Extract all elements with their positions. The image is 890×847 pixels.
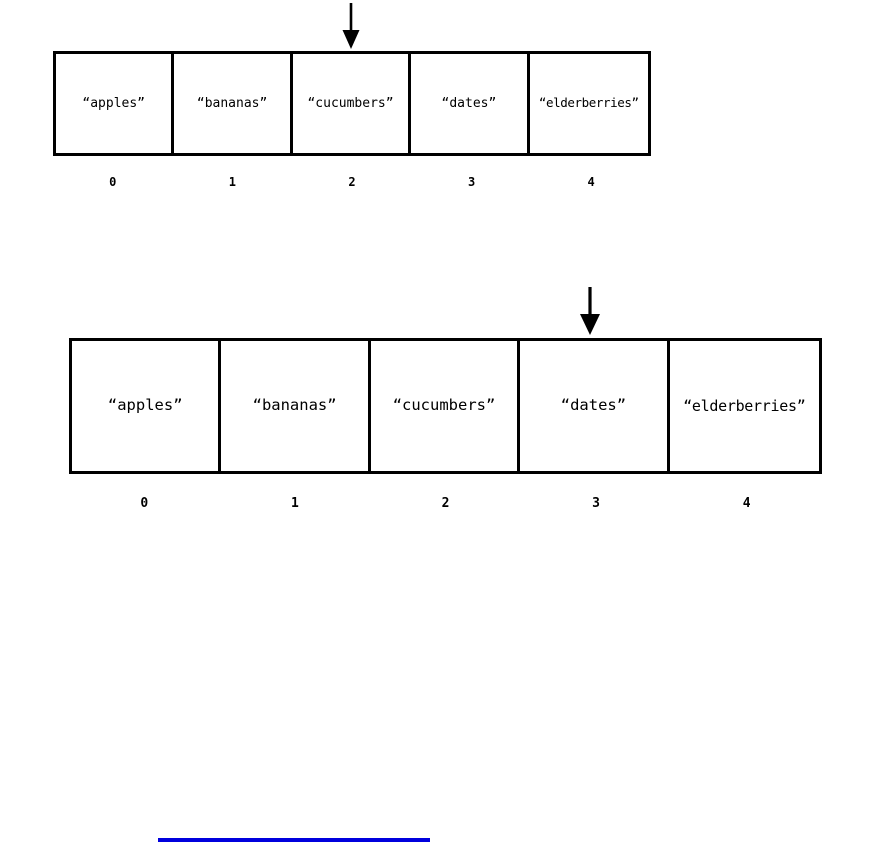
array-index-label: 1: [228, 175, 236, 189]
array-cell-value: “cucumbers”: [307, 96, 394, 111]
array-index-label: 4: [587, 175, 595, 189]
array-cell[interactable]: “bananas”: [221, 341, 371, 471]
array-index-label: 1: [290, 496, 299, 511]
array-row: “apples” “bananas” “cucumbers” “dates” “…: [69, 338, 822, 474]
array-cell-value: “elderberries”: [683, 396, 806, 415]
array-cell[interactable]: “dates”: [520, 341, 670, 471]
array-cell[interactable]: “dates”: [411, 54, 530, 153]
down-arrow-icon: [576, 286, 604, 340]
array-cell-value: “dates”: [441, 96, 497, 111]
down-arrow-icon: [338, 2, 364, 54]
array-cell-value: “cucumbers”: [392, 396, 496, 415]
array-cell[interactable]: “elderberries”: [529, 54, 648, 153]
array-cell-value: “bananas”: [196, 96, 268, 111]
array-cell-value: “dates”: [560, 396, 627, 415]
bottom-link-underline: [158, 838, 430, 842]
array-index-label: 3: [592, 496, 600, 511]
array-cell[interactable]: “bananas”: [174, 54, 293, 153]
array-cell-value: “apples”: [107, 396, 183, 415]
array-cell[interactable]: “cucumbers”: [292, 54, 412, 153]
array-index-label: 2: [348, 175, 356, 189]
array-cell-value: “apples”: [82, 96, 146, 111]
array-cell[interactable]: “cucumbers”: [370, 341, 521, 471]
array-cell-value: “elderberries”: [538, 95, 639, 111]
array-cell[interactable]: “elderberries”: [669, 341, 819, 471]
array-index-label: 2: [441, 496, 450, 511]
array-index-label: 3: [467, 175, 476, 189]
bottom-link[interactable]: [158, 830, 430, 846]
array-index-row: 0 1 2 3 4: [53, 176, 651, 188]
array-index-label: 4: [742, 496, 751, 511]
array-cell[interactable]: “apples”: [72, 341, 222, 471]
array-cell-value: “bananas”: [252, 396, 337, 415]
array-index-row: 0 1 2 3 4: [69, 497, 822, 510]
array-index-label: 0: [140, 496, 149, 511]
array-cell[interactable]: “apples”: [56, 54, 175, 153]
array-index-label: 0: [109, 175, 117, 189]
array-row: “apples” “bananas” “cucumbers” “dates” “…: [53, 51, 651, 156]
